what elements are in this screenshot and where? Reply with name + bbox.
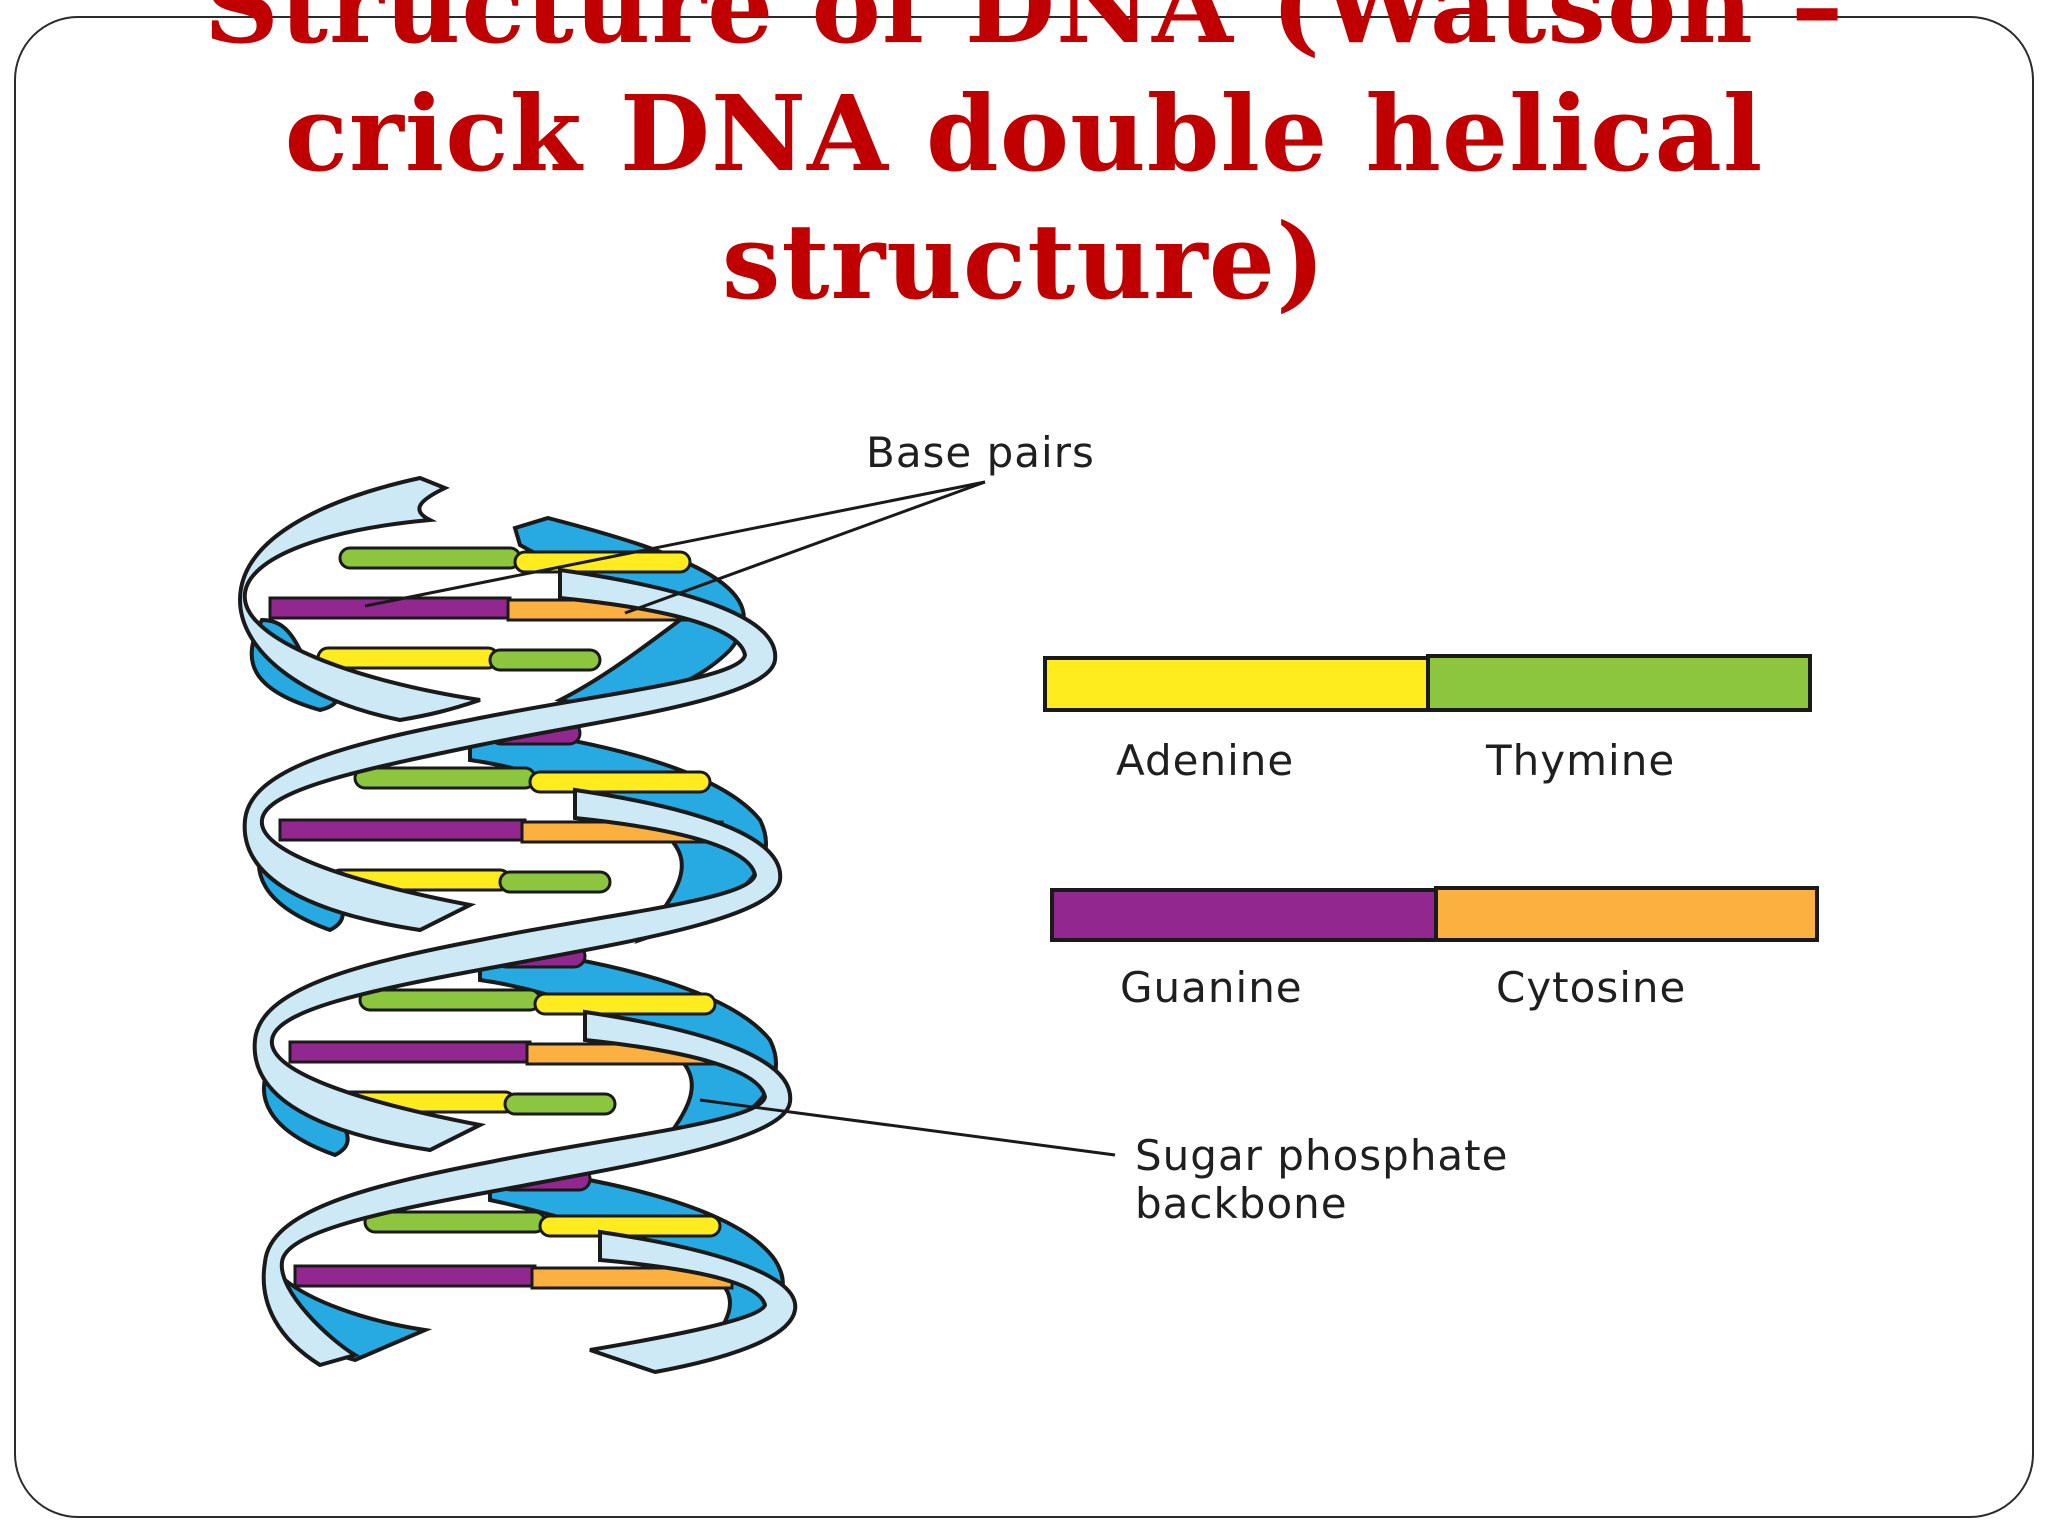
backbone-label-line2: backbone	[1135, 1179, 1348, 1228]
thymine-bar	[498, 870, 612, 894]
base-pairs-leader-line	[624, 480, 986, 615]
adenine-bar	[533, 992, 717, 1016]
legend-guanine-label: Guanine	[1120, 963, 1303, 1012]
backbone-label-line1: Sugar phosphate	[1135, 1131, 1508, 1180]
thymine-bar	[358, 988, 542, 1012]
backbone-light-seg-3	[261, 1009, 793, 1368]
backbone-light-seg-2	[252, 787, 783, 1153]
base-pair	[363, 1210, 722, 1238]
legend-pair-at: Adenine Thymine	[1043, 654, 1812, 785]
slide-title: Structure of DNA (Watson – crick DNA dou…	[203, 0, 1845, 323]
guanine-bar	[293, 1264, 537, 1288]
adenine-bar	[538, 1214, 722, 1238]
thymine-bar	[363, 1210, 547, 1234]
base-pairs-group	[268, 546, 734, 1290]
legend-thymine-swatch	[1426, 654, 1812, 712]
base-pair	[358, 988, 717, 1016]
base-pair	[353, 766, 712, 794]
base-pair	[293, 1264, 734, 1290]
thymine-bar	[488, 648, 602, 672]
thymine-bar	[503, 1092, 617, 1116]
backbone-light-top	[237, 475, 481, 723]
legend-thymine-label: Thymine	[1485, 736, 1675, 785]
legend-cytosine-label: Cytosine	[1496, 963, 1686, 1012]
dna-backbone-light-strand	[237, 475, 798, 1375]
guanine-bar	[278, 818, 527, 842]
legend-pair-gc: Guanine Cytosine	[1050, 886, 1819, 1012]
base-pairs-label: Base pairs	[866, 428, 1095, 477]
legend-cytosine-swatch	[1434, 886, 1819, 942]
backbone-light-bottom	[589, 1229, 798, 1375]
legend-guanine-swatch	[1050, 888, 1438, 942]
adenine-bar	[316, 646, 500, 670]
legend-adenine-swatch	[1043, 656, 1430, 712]
thymine-bar	[338, 546, 522, 570]
base-pairs-leader-line	[364, 480, 986, 608]
thymine-bar	[353, 766, 537, 790]
adenine-bar	[528, 770, 712, 794]
leader-lines	[364, 480, 1116, 1157]
legend-adenine-label: Adenine	[1116, 736, 1294, 785]
base-pair	[316, 646, 602, 672]
base-pair	[338, 546, 692, 574]
slide-frame	[14, 16, 2034, 1518]
adenine-bar	[513, 550, 692, 574]
backbone-light-seg-1	[242, 567, 778, 933]
guanine-bar	[288, 1040, 532, 1064]
backbone-leader-line	[699, 1098, 1116, 1157]
